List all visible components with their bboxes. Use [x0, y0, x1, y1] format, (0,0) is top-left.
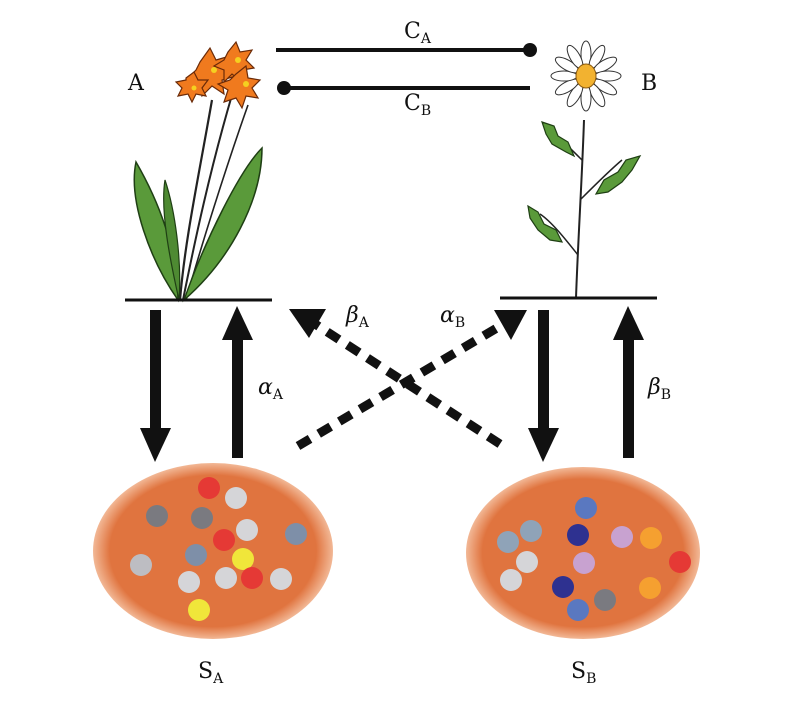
plant-b-illustration: [527, 40, 642, 299]
arrow-soil-a-to-plant-a-alpha: [222, 306, 253, 458]
soil-a: [93, 463, 333, 639]
soil-b-microbe: [640, 527, 662, 549]
soil-b-microbe: [575, 497, 597, 519]
soil-b-microbe: [552, 576, 574, 598]
soil-b-microbe: [611, 526, 633, 548]
label-alpha-b: αB: [440, 303, 465, 331]
label-alpha-a: αA: [258, 375, 284, 403]
soil-a-microbe: [185, 544, 207, 566]
soil-a-microbe: [241, 567, 263, 589]
soil-a-microbe: [285, 523, 307, 545]
soil-b-microbe: [594, 589, 616, 611]
label-soil-a: SA: [198, 659, 224, 687]
soil-a-microbe: [178, 571, 200, 593]
soil-b-microbe: [567, 599, 589, 621]
soil-a-microbe: [198, 477, 220, 499]
soil-a-microbes: [130, 477, 307, 621]
label-beta-b: βB: [647, 375, 671, 403]
label-c-b: CB: [404, 91, 431, 119]
soil-b: [466, 467, 700, 639]
soil-a-microbe: [191, 507, 213, 529]
competition-line-c-b: [277, 81, 530, 95]
soil-a-microbe: [215, 567, 237, 589]
soil-a-microbe: [232, 548, 254, 570]
plant-a-illustration: [133, 40, 263, 303]
soil-b-microbe: [669, 551, 691, 573]
label-plant-a: A: [127, 71, 145, 96]
soil-a-microbe: [225, 487, 247, 509]
dashed-arrow-soil-b-to-plant-a-beta: [289, 309, 503, 448]
soil-a-microbe: [270, 568, 292, 590]
arrow-plant-a-to-soil-a: [140, 310, 171, 462]
soil-b-microbe: [497, 531, 519, 553]
soil-a-microbe: [236, 519, 258, 541]
competition-line-c-a: [276, 43, 537, 57]
soil-b-microbe: [520, 520, 542, 542]
soil-a-microbe: [130, 554, 152, 576]
soil-a-microbe: [188, 599, 210, 621]
soil-b-microbe: [573, 552, 595, 574]
soil-b-microbes: [497, 497, 691, 621]
label-plant-b: B: [641, 71, 657, 96]
arrow-plant-b-to-soil-b: [528, 310, 559, 462]
soil-b-microbe: [567, 524, 589, 546]
label-c-a: CA: [404, 19, 432, 47]
soil-b-microbe: [516, 551, 538, 573]
arrow-soil-b-to-plant-b-beta: [613, 306, 644, 458]
label-beta-a: βA: [345, 303, 370, 331]
label-soil-b: SB: [571, 659, 596, 687]
soil-b-microbe: [500, 569, 522, 591]
soil-a-microbe: [146, 505, 168, 527]
dashed-arrow-soil-a-to-plant-b-alpha: [295, 310, 527, 450]
soil-a-microbe: [213, 529, 235, 551]
soil-b-microbe: [639, 577, 661, 599]
